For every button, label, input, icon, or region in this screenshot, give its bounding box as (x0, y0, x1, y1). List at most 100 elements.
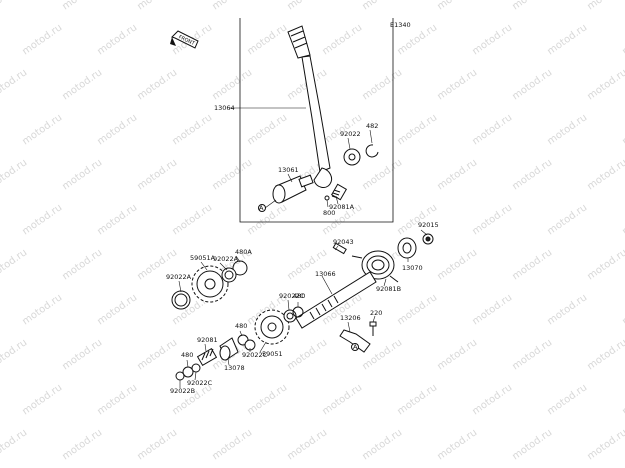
ring-480A (232, 260, 248, 276)
watermark-text: motod.ru (510, 337, 554, 372)
watermark-text: motod.ru (20, 202, 64, 237)
watermark-text: motod.ru (245, 202, 289, 237)
watermark-text: motod.ru (20, 22, 64, 57)
watermark-text: motod.ru (510, 247, 554, 282)
label-480-mid: 480 (235, 322, 247, 330)
label-13066: 13066 (315, 270, 336, 278)
watermark-text: motod.ru (395, 202, 439, 237)
watermark-text: motod.ru (60, 247, 104, 282)
label-480-lower: 480 (181, 351, 193, 359)
watermark-text: motod.ru (360, 0, 404, 12)
label-92081: 92081 (197, 336, 218, 344)
kick-shaft-13066 (295, 271, 377, 329)
guide-plate-13206 (339, 329, 371, 353)
gear-59051 (254, 309, 290, 345)
watermark-text: motod.ru (135, 67, 179, 102)
label-92022A-lower: 92022A (166, 273, 192, 281)
part-labels: 13064 92022 482 13061 A 92081A 800 92043… (166, 104, 439, 395)
watermark-text: motod.ru (210, 0, 254, 12)
watermark-text: motod.ru (545, 292, 589, 327)
reference-circle-a-bottom (351, 343, 359, 351)
label-92022: 92022 (340, 130, 361, 138)
watermark-text: motod.ru (60, 157, 104, 192)
watermark-text: motod.ru (135, 157, 179, 192)
label-92022C-lower: 92022C (187, 379, 213, 387)
watermark-text: motod.ru (585, 247, 625, 282)
watermark-text: motod.ru (585, 337, 625, 372)
label-59051: 59051 (262, 350, 283, 358)
watermark-text: motod.ru (285, 427, 329, 462)
label-92022B: 92022B (170, 387, 195, 395)
spring-guide-13070 (397, 237, 417, 259)
label-13061: 13061 (278, 166, 299, 174)
watermark-text: motod.ru (285, 337, 329, 372)
watermark-text: motod.ru (620, 22, 625, 57)
label-92022C-mid: 92022C (242, 351, 268, 359)
watermark-text: motod.ru (245, 22, 289, 57)
kick-pedal-lever (287, 25, 333, 188)
watermark-text: motod.ru (0, 337, 29, 372)
spring-92081 (196, 347, 218, 367)
label-13064: 13064 (214, 104, 235, 112)
watermark-text: motod.ru (60, 67, 104, 102)
watermark-text: motod.ru (135, 427, 179, 462)
label-482: 482 (366, 122, 378, 130)
watermark-text: motod.ru (585, 0, 625, 12)
watermark-text: motod.ru (20, 292, 64, 327)
watermark-text: motod.ru (20, 382, 64, 417)
label-92043: 92043 (333, 238, 354, 246)
leader-lines-bottom (178, 229, 428, 388)
label-92081B: 92081B (376, 285, 401, 293)
watermark-text: motod.ru (60, 427, 104, 462)
label-13078: 13078 (224, 364, 245, 372)
watermark-text: motod.ru (470, 22, 514, 57)
watermark-text: motod.ru (395, 292, 439, 327)
watermark-text: motod.ru (210, 67, 254, 102)
watermark-text: motod.ru (470, 382, 514, 417)
watermark-text: motod.ru (320, 22, 364, 57)
watermark-text: motod.ru (545, 112, 589, 147)
watermark-text: motod.ru (620, 112, 625, 147)
watermark-text: motod.ru (245, 382, 289, 417)
label-92022C-upper: 92022C (279, 292, 305, 300)
watermark-text: motod.ru (360, 157, 404, 192)
watermark-text: motod.ru (435, 337, 479, 372)
watermark-text: motod.ru (435, 0, 479, 12)
watermark-text: motod.ru (470, 292, 514, 327)
watermark-text: motod.ru (135, 0, 179, 12)
watermark-text: motod.ru (360, 427, 404, 462)
watermark-text: motod.ru (435, 247, 479, 282)
label-circle-a-top: A (259, 204, 264, 212)
washer-92022B (175, 371, 185, 381)
label-circle-a-bottom: A (353, 343, 358, 351)
washer-92022A-upper (221, 267, 237, 283)
watermark-text: motod.ru (60, 0, 104, 12)
label-480A: 480A (235, 248, 252, 256)
watermark-text: motod.ru (285, 0, 329, 12)
washer-92022 (343, 148, 361, 166)
watermark-text: motod.ru (620, 292, 625, 327)
kick-shaft-13061 (258, 174, 314, 212)
watermark-text: motod.ru (470, 202, 514, 237)
watermark-text: motod.ru (0, 427, 29, 462)
watermark-text: motod.ru (510, 0, 554, 12)
watermark-text: motod.ru (95, 382, 139, 417)
label-92015: 92015 (418, 221, 439, 229)
bolt-220 (369, 321, 377, 336)
watermark-text: motod.ru (435, 427, 479, 462)
watermark-text: motod.ru (0, 157, 29, 192)
watermark-text: motod.ru (95, 22, 139, 57)
watermark-text: motod.ru (545, 382, 589, 417)
leader-lines-top (229, 107, 373, 209)
watermark-text: motod.ru (545, 22, 589, 57)
ring-480-lower (182, 366, 194, 378)
label-480-upper: 480 (293, 292, 305, 300)
watermark-text: motod.ru (585, 157, 625, 192)
label-59051A: 59051A (190, 254, 216, 262)
watermark-text: motod.ru (510, 157, 554, 192)
washer-92022C-lower (191, 363, 201, 373)
watermark-text: motod.ru (585, 427, 625, 462)
watermark-text: motod.ru (620, 202, 625, 237)
watermark-text: motod.ru (20, 112, 64, 147)
washer-92022C-upper (283, 309, 297, 323)
